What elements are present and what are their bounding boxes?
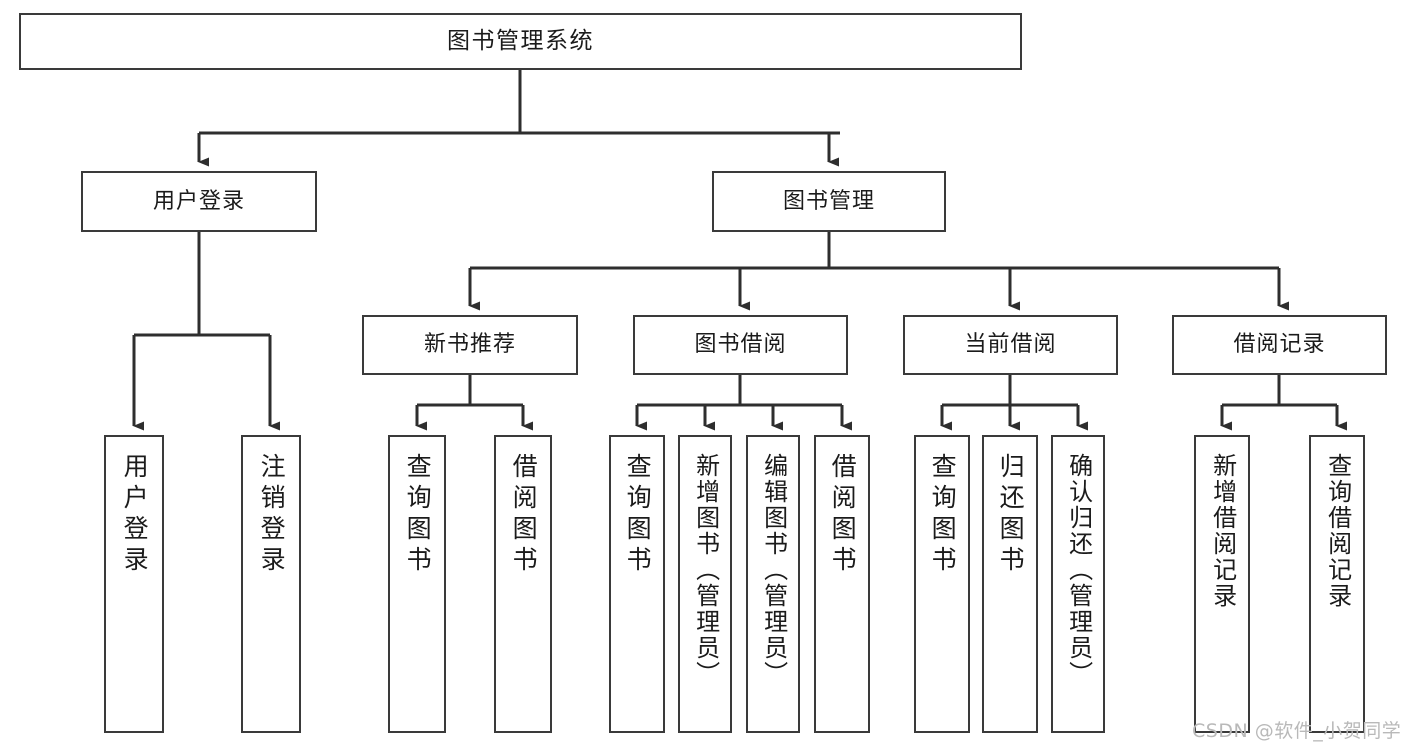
node-label: 查询图书 (403, 453, 433, 577)
node-label: 图书管理 (782, 188, 875, 214)
node-label: 归还图书 (996, 453, 1026, 577)
node-label: 借阅图书 (828, 453, 858, 577)
leaf-edit-book-admin[interactable]: 编辑图书（管理员） (746, 435, 800, 733)
leaf-add-borrow-record[interactable]: 新增借阅记录 (1194, 435, 1250, 733)
leaf-query-borrow-record[interactable]: 查询借阅记录 (1309, 435, 1365, 733)
node-root-system[interactable]: 图书管理系统 (19, 13, 1022, 70)
node-current-borrow[interactable]: 当前借阅 (903, 315, 1118, 375)
leaf-user-login[interactable]: 用户登录 (104, 435, 164, 733)
node-label: 图书管理系统 (447, 27, 594, 54)
leaf-borrow-book-newbook[interactable]: 借阅图书 (494, 435, 552, 733)
leaf-borrow-book[interactable]: 借阅图书 (814, 435, 870, 733)
leaf-return-book[interactable]: 归还图书 (982, 435, 1038, 733)
node-label: 查询图书 (928, 453, 958, 577)
leaf-confirm-return-admin[interactable]: 确认归还（管理员） (1051, 435, 1105, 733)
leaf-query-book-borrow[interactable]: 查询图书 (609, 435, 665, 733)
leaf-query-book-newbook[interactable]: 查询图书 (388, 435, 446, 733)
node-label: 新增图书（管理员） (691, 453, 720, 687)
node-label: 新增借阅记录 (1208, 453, 1237, 609)
node-label: 注销登录 (257, 453, 287, 577)
node-label: 确认归还（管理员） (1064, 453, 1093, 687)
leaf-logout[interactable]: 注销登录 (241, 435, 301, 733)
node-label: 借阅图书 (509, 453, 539, 577)
node-book-management[interactable]: 图书管理 (712, 171, 946, 232)
node-label: 用户登录 (152, 188, 245, 214)
node-label: 查询借阅记录 (1323, 453, 1352, 609)
node-user-login[interactable]: 用户登录 (81, 171, 317, 232)
node-new-book-recommend[interactable]: 新书推荐 (362, 315, 578, 375)
leaf-add-book-admin[interactable]: 新增图书（管理员） (678, 435, 732, 733)
leaf-query-book-current[interactable]: 查询图书 (914, 435, 970, 733)
node-label: 当前借阅 (964, 332, 1057, 358)
node-label: 编辑图书（管理员） (759, 453, 788, 687)
node-label: 图书借阅 (694, 332, 787, 358)
node-label: 用户登录 (120, 453, 150, 577)
node-book-borrow[interactable]: 图书借阅 (633, 315, 848, 375)
csdn-watermark: CSDN @软件_小贺同学 (1192, 720, 1402, 742)
node-label: 查询图书 (623, 453, 653, 577)
node-borrow-record[interactable]: 借阅记录 (1172, 315, 1387, 375)
node-label: 借阅记录 (1233, 332, 1326, 358)
node-label: 新书推荐 (423, 332, 516, 358)
